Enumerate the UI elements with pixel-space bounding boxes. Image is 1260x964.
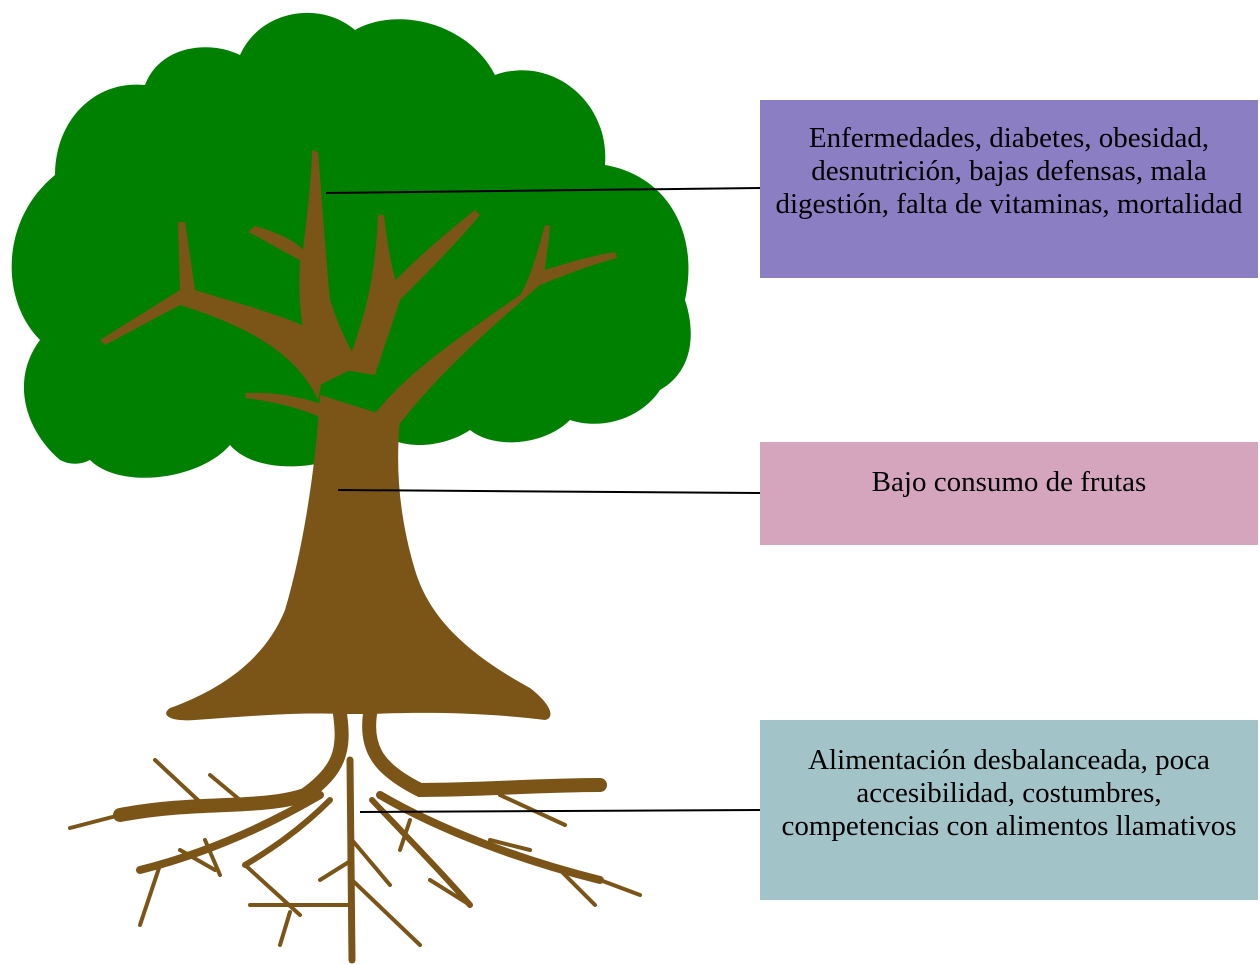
connector-problem [337, 489, 761, 494]
tree-roots [113, 707, 607, 964]
connector-lines [325, 187, 761, 813]
effects-box: Enfermedades, diabetes, obesidad, desnut… [760, 100, 1258, 278]
connector-effects [325, 187, 761, 194]
problem-box: Bajo consumo de frutas [760, 442, 1258, 545]
causes-text: Alimentación desbalanceada, poca accesib… [781, 744, 1237, 842]
effects-text: Enfermedades, diabetes, obesidad, desnut… [775, 122, 1243, 220]
connector-causes [359, 809, 761, 813]
tree-canopy [11, 12, 691, 478]
problem-text: Bajo consumo de frutas [871, 466, 1147, 498]
causes-box: Alimentación desbalanceada, poca accesib… [760, 720, 1258, 900]
tree-rootlets [68, 758, 642, 947]
tree-trunk [100, 150, 617, 721]
